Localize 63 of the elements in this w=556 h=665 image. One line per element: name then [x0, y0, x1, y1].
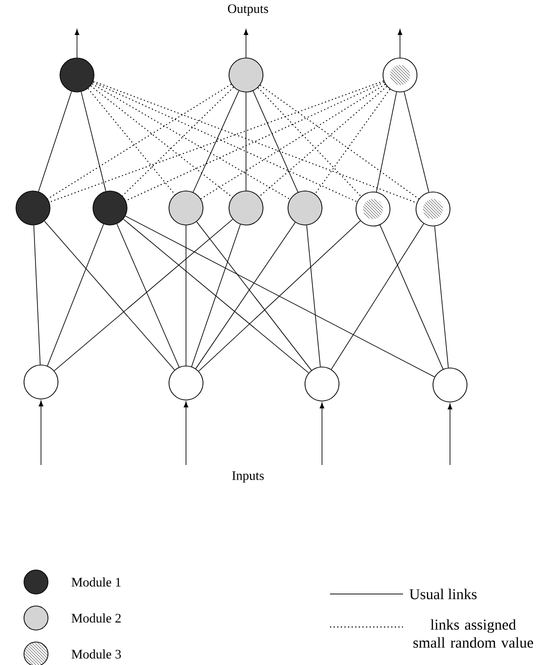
- link-line: [116, 224, 180, 368]
- link-line: [125, 82, 385, 202]
- link-line: [47, 224, 104, 366]
- link-line: [88, 88, 176, 195]
- arrow: [398, 29, 402, 58]
- link-line: [48, 80, 384, 203]
- neuron-circle: [288, 190, 322, 226]
- legend-label: Usual links: [410, 588, 477, 600]
- link-line: [33, 225, 41, 365]
- neuron-circle: [168, 366, 204, 400]
- link-line: [258, 86, 388, 198]
- link-line: [314, 88, 390, 194]
- neuron-circle: [432, 368, 468, 402]
- link-line: [44, 220, 175, 370]
- neuron-circle: [16, 190, 50, 226]
- link-line: [125, 216, 435, 378]
- link-line: [191, 224, 241, 367]
- legend-label: Module 2: [72, 613, 121, 623]
- neuron-circle: [416, 192, 450, 226]
- link-line: [123, 218, 309, 374]
- neuron-circle: [304, 366, 340, 402]
- link-line: [306, 224, 321, 368]
- link-line: [92, 83, 290, 200]
- link-line: [200, 84, 386, 200]
- axis-label: Inputs: [232, 471, 264, 483]
- link-line: [38, 91, 72, 192]
- arrow: [38, 400, 44, 466]
- neuron-circle: [382, 58, 418, 92]
- arrow: [448, 404, 452, 466]
- legend-label: Module 1: [72, 577, 121, 587]
- link-line: [47, 84, 232, 200]
- link-line: [92, 82, 358, 202]
- link-line: [380, 224, 444, 370]
- link-line: [434, 226, 449, 368]
- neuron-circle: [228, 58, 264, 92]
- legend-label: links assigned small random value: [413, 619, 534, 648]
- neuron-circle: [356, 192, 390, 226]
- arrow: [74, 29, 80, 58]
- link-line: [122, 86, 234, 196]
- arrow: [320, 402, 324, 466]
- link-line: [330, 223, 424, 370]
- neuron-circle: [24, 364, 58, 400]
- link-line: [260, 84, 420, 200]
- link-line: [196, 221, 312, 371]
- link-line: [80, 92, 106, 192]
- neuron-circle: [228, 190, 264, 226]
- arrow: [184, 402, 188, 466]
- link-line: [92, 80, 418, 204]
- link-line: [252, 90, 298, 192]
- neuron-circle: [168, 190, 204, 226]
- neuron-circle: [92, 190, 128, 226]
- arrow: [244, 29, 248, 58]
- link-line: [198, 220, 361, 372]
- link-line: [195, 222, 296, 369]
- link-line: [192, 90, 240, 192]
- axis-label: Outputs: [228, 4, 268, 16]
- link-line: [258, 87, 362, 197]
- legend-label: Module 3: [72, 649, 121, 659]
- neuron-circle: [60, 58, 94, 92]
- link-line: [404, 92, 430, 192]
- link-line: [376, 92, 397, 192]
- link-line: [90, 85, 233, 198]
- link-line: [54, 218, 234, 372]
